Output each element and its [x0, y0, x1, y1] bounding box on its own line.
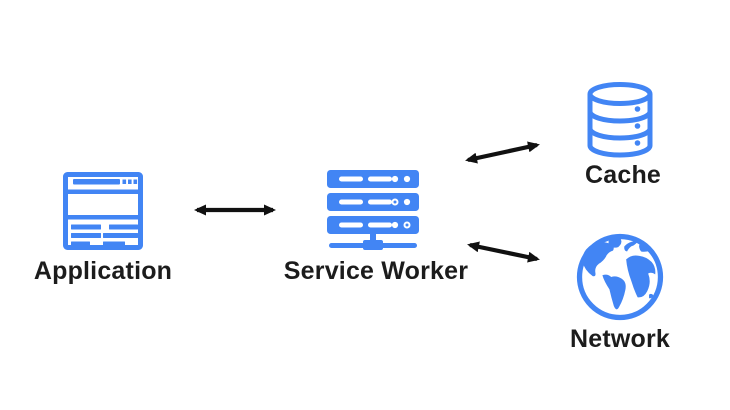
browser-window-icon — [63, 172, 143, 250]
application-label: Application — [33, 257, 173, 285]
arrow-serviceworker-cache — [465, 141, 540, 164]
cache-label: Cache — [584, 161, 662, 189]
service-worker-label: Service Worker — [283, 257, 469, 285]
globe-icon — [576, 233, 664, 321]
network-label: Network — [569, 325, 671, 353]
server-stack-icon — [327, 170, 419, 250]
arrow-serviceworker-network — [467, 241, 540, 263]
database-cylinder-icon — [585, 82, 655, 160]
